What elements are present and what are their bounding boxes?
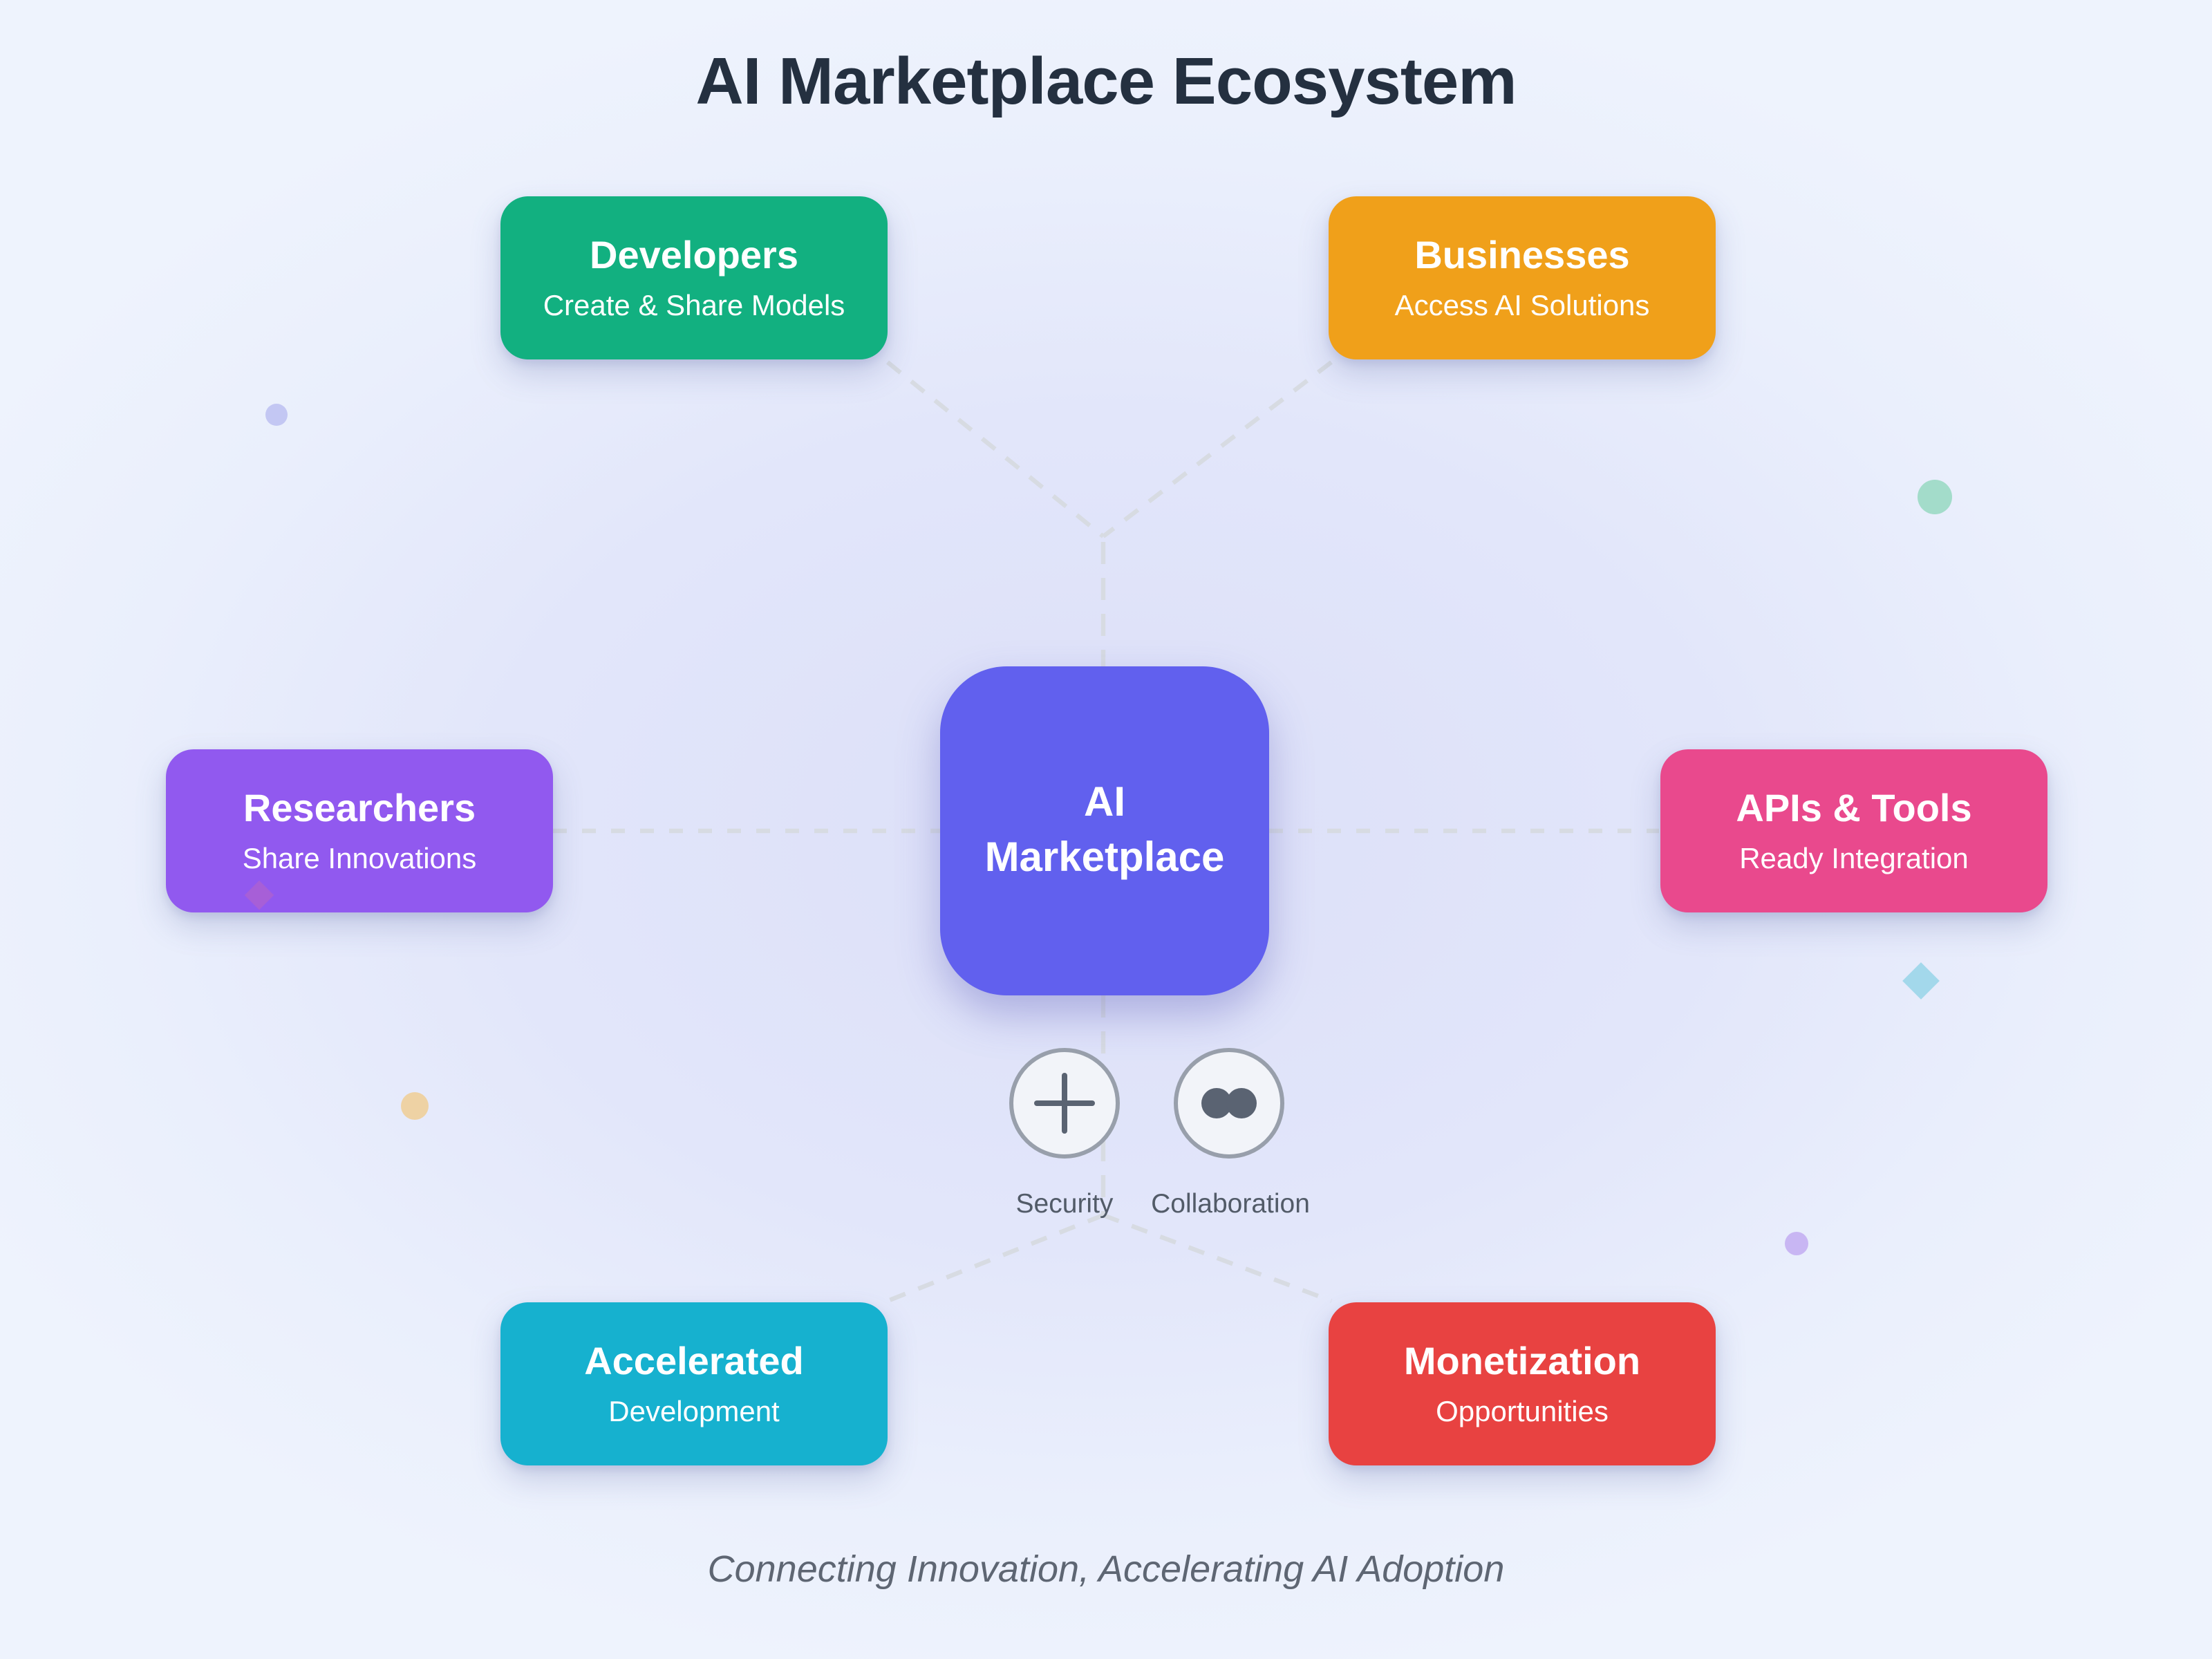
- connector-developers: [885, 360, 1105, 538]
- node-researchers-subtitle: Share Innovations: [242, 843, 477, 874]
- node-accelerated-subtitle: Development: [608, 1396, 780, 1427]
- security-badge: [1009, 1048, 1120, 1159]
- node-accelerated: Accelerated Development: [500, 1302, 888, 1465]
- node-researchers-title: Researchers: [243, 786, 476, 829]
- center-label-line2: Marketplace: [984, 835, 1225, 881]
- node-businesses-subtitle: Access AI Solutions: [1394, 290, 1650, 321]
- node-developers: Developers Create & Share Models: [500, 196, 888, 359]
- connector-monetization: [1102, 1213, 1333, 1303]
- collaboration-label: Collaboration: [1151, 1189, 1310, 1219]
- node-apis-tools-title: APIs & Tools: [1736, 786, 1972, 829]
- node-monetization-subtitle: Opportunities: [1436, 1396, 1609, 1427]
- decor-dot-orange-left: [401, 1092, 429, 1120]
- node-apis-tools: APIs & Tools Ready Integration: [1660, 749, 2047, 912]
- node-monetization: Monetization Opportunities: [1329, 1302, 1716, 1465]
- plus-icon: [1033, 1071, 1096, 1135]
- node-developers-subtitle: Create & Share Models: [543, 290, 845, 321]
- center-label-line1: AI: [1084, 779, 1125, 825]
- node-apis-tools-subtitle: Ready Integration: [1739, 843, 1969, 874]
- two-dots-icon: [1201, 1088, 1257, 1118]
- node-businesses: Businesses Access AI Solutions: [1329, 196, 1716, 359]
- node-accelerated-title: Accelerated: [584, 1339, 804, 1382]
- decor-dot-lavender-left: [265, 404, 288, 426]
- security-label: Security: [1015, 1189, 1114, 1219]
- node-monetization-title: Monetization: [1403, 1339, 1641, 1382]
- decor-dot-lavender-bottom: [1785, 1232, 1808, 1255]
- tagline: Connecting Innovation, Accelerating AI A…: [707, 1548, 1505, 1590]
- node-researchers: Researchers Share Innovations: [166, 749, 553, 912]
- node-businesses-title: Businesses: [1414, 233, 1630, 276]
- connector-businesses: [1102, 360, 1333, 538]
- decor-dot-teal-right: [1918, 480, 1952, 514]
- node-ai-marketplace: AI Marketplace: [940, 666, 1269, 995]
- node-developers-title: Developers: [590, 233, 798, 276]
- collaboration-badge: [1174, 1048, 1284, 1159]
- connector-accelerated: [886, 1213, 1105, 1303]
- page-title: AI Marketplace Ecosystem: [695, 46, 1517, 119]
